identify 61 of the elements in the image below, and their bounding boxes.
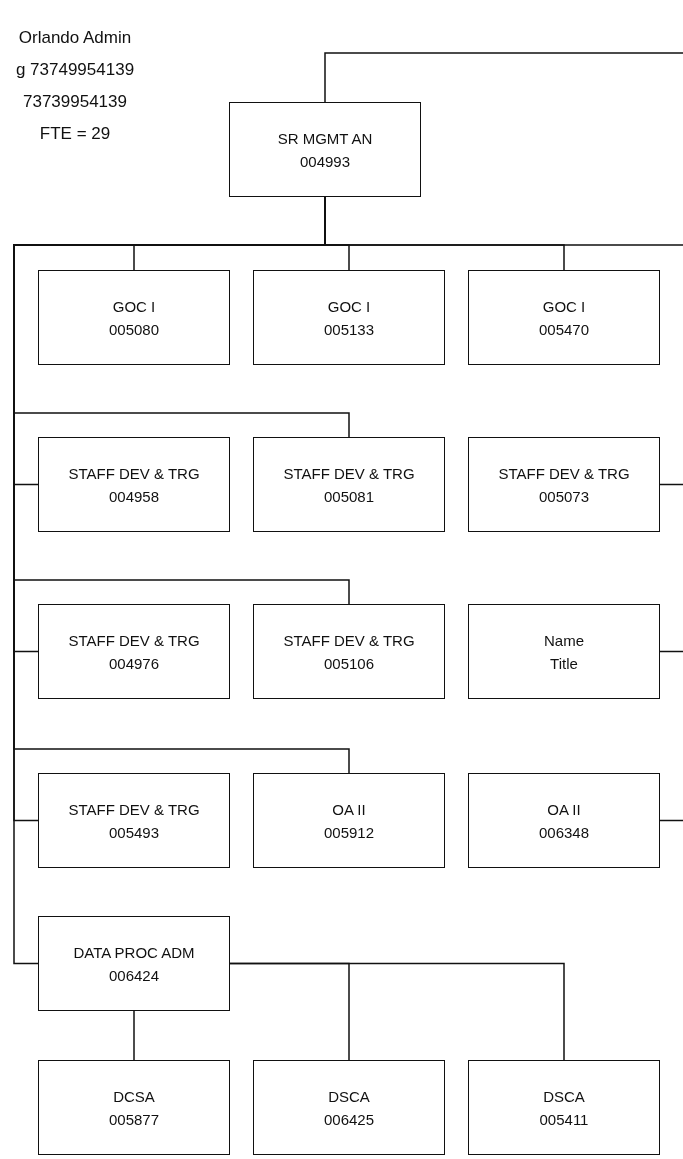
position-title: Name — [544, 630, 584, 651]
position-box — [38, 270, 230, 365]
header-text: g 73749954139 — [14, 59, 136, 81]
position-box — [38, 916, 230, 1011]
position-title: STAFF DEV & TRG — [68, 463, 200, 484]
position-title: DCSA — [113, 1086, 155, 1107]
position-box — [468, 1060, 660, 1155]
position-box — [253, 1060, 445, 1155]
position-number: 005493 — [108, 822, 160, 843]
position-title: STAFF DEV & TRG — [283, 630, 415, 651]
connector-line — [659, 483, 683, 486]
position-title: OA II — [332, 799, 366, 820]
connector-line — [324, 52, 683, 103]
position-title: DSCA — [328, 1086, 370, 1107]
position-number: 005081 — [323, 486, 375, 507]
position-title: OA II — [547, 799, 581, 820]
position-title: STAFF DEV & TRG — [498, 463, 630, 484]
position-box — [468, 604, 660, 699]
header-text: Orlando Admin — [17, 27, 133, 49]
position-number: 006348 — [538, 822, 590, 843]
position-number: 006425 — [323, 1109, 375, 1130]
position-box — [38, 1060, 230, 1155]
position-box — [253, 437, 445, 532]
position-number: 005470 — [538, 319, 590, 340]
position-number: 005877 — [108, 1109, 160, 1130]
position-number: 005912 — [323, 822, 375, 843]
position-box — [229, 102, 421, 197]
position-box — [38, 604, 230, 699]
position-number: 005080 — [108, 319, 160, 340]
position-number: 005073 — [538, 486, 590, 507]
position-number: 005411 — [539, 1109, 589, 1130]
position-title: STAFF DEV & TRG — [68, 799, 200, 820]
position-box — [38, 437, 230, 532]
position-number: 004958 — [108, 486, 160, 507]
position-box — [38, 773, 230, 868]
connector-line — [133, 1010, 135, 1061]
position-number: 006424 — [108, 965, 160, 986]
position-title: SR MGMT AN — [277, 128, 373, 149]
connector-line — [659, 819, 683, 822]
position-title: DSCA — [543, 1086, 585, 1107]
connector-line — [229, 962, 565, 1061]
position-box — [253, 270, 445, 365]
position-box — [468, 270, 660, 365]
position-title: GOC I — [542, 296, 586, 317]
connector-line — [659, 650, 683, 653]
position-title: STAFF DEV & TRG — [68, 630, 200, 651]
position-number: 005133 — [323, 319, 375, 340]
position-box — [253, 604, 445, 699]
position-title: STAFF DEV & TRG — [283, 463, 415, 484]
header-text: FTE = 29 — [38, 123, 112, 145]
position-number: 004976 — [108, 653, 160, 674]
position-box — [468, 437, 660, 532]
header-text: 73739954139 — [22, 91, 128, 113]
position-box — [468, 773, 660, 868]
position-number: 004993 — [299, 151, 351, 172]
position-number: Title — [550, 653, 578, 674]
position-number: 005106 — [323, 653, 375, 674]
position-title: GOC I — [327, 296, 371, 317]
position-title: GOC I — [112, 296, 156, 317]
position-title: DATA PROC ADM — [73, 942, 195, 963]
position-box — [253, 773, 445, 868]
